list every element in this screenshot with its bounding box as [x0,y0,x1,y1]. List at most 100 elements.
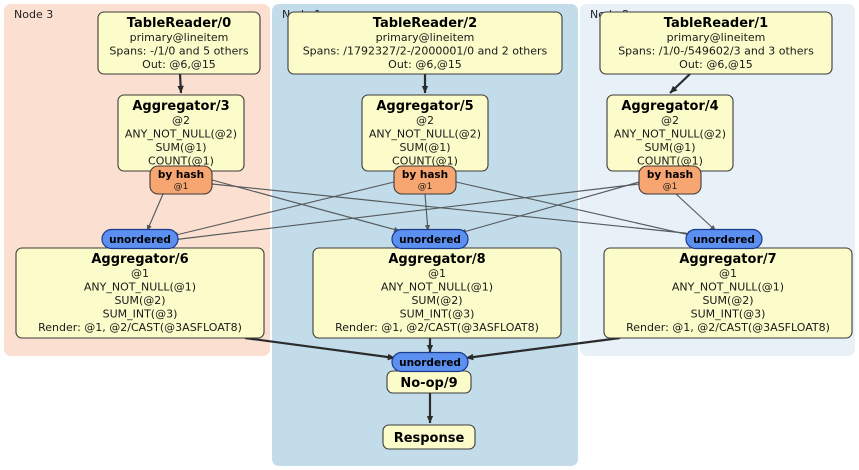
processor-title: Aggregator/4 [621,99,718,114]
processor-detail-line: COUNT(@1) [148,155,214,168]
pill-box[interactable] [101,228,179,250]
edge-hash3-to-left [146,193,164,232]
edge-agg7-to-final [465,336,621,361]
processor-detail-line: primary@lineitem [130,31,229,44]
processor-aggregator-3[interactable]: Aggregator/3@2ANY_NOT_NULL(@2)SUM(@1)COU… [117,94,245,172]
edge-hash4-to-right [675,193,717,232]
edge-hash4-to-middle [459,181,640,234]
pill-label: unordered [693,234,755,246]
processor-detail-line: ANY_NOT_NULL(@1) [381,281,493,294]
router-column: @1 [418,182,433,192]
processor-aggregator-5[interactable]: Aggregator/5@2ANY_NOT_NULL(@2)SUM(@1)COU… [361,94,489,172]
processor-detail-line: SUM(@1) [155,141,206,154]
processor-title: Aggregator/7 [679,252,776,267]
edge-agg6-to-final [244,336,396,361]
router-box[interactable] [638,165,702,195]
processor-detail-line: Render: @1, @2/CAST(@3ASFLOAT8) [335,321,539,334]
processor-detail-line: COUNT(@1) [392,155,458,168]
processor-box[interactable] [97,11,261,75]
processor-title: TableReader/0 [127,16,231,31]
processor-title: No-op/9 [400,376,457,391]
processor-title: Aggregator/6 [91,252,188,267]
processor-detail-line: Out: @6,@15 [679,58,753,71]
processor-detail-line: SUM(@1) [399,141,450,154]
processor-detail-line: @1 [428,267,446,280]
processor-title: Aggregator/3 [132,99,229,114]
processor-box[interactable] [382,424,476,450]
router-box[interactable] [149,165,213,195]
processor-detail-line: SUM(@1) [644,141,695,154]
processor-detail-line: ANY_NOT_NULL(@1) [84,281,196,294]
router-by-hash-4[interactable]: by hash@1 [638,165,702,195]
processor-detail-line: SUM(@2) [702,294,753,307]
processor-detail-line: ANY_NOT_NULL(@2) [369,128,481,141]
processor-detail-line: @2 [416,114,434,127]
processor-title: TableReader/2 [373,16,477,31]
router-column: @1 [174,182,189,192]
edge-tr0-to-agg3 [177,73,184,94]
processor-detail-line: primary@lineitem [376,31,475,44]
processor-detail-line: Out: @6,@15 [142,58,216,71]
processor-detail-line: Spans: /1792327/2-/2000001/0 and 2 other… [303,45,548,58]
processor-aggregator-8[interactable]: Aggregator/8@1ANY_NOT_NULL(@1)SUM(@2)SUM… [312,247,562,339]
processor-detail-line: COUNT(@1) [637,155,703,168]
processor-aggregator-4[interactable]: Aggregator/4@2ANY_NOT_NULL(@2)SUM(@1)COU… [606,94,734,172]
processor-response[interactable]: Response [382,424,476,450]
edge-hash5-to-left [171,181,395,238]
processor-detail-line: SUM_INT(@3) [400,308,475,321]
processor-detail-line: SUM(@2) [411,294,462,307]
processor-detail-line: ANY_NOT_NULL(@1) [672,281,784,294]
router-title: by hash [402,169,448,181]
processor-detail-line: Spans: -/1/0 and 5 others [109,45,248,58]
stream-pills: unordered unordered unordered unordered [101,228,763,373]
processor-title: Response [394,431,465,446]
processor-box[interactable] [599,11,833,75]
edge-hash4-to-left [171,183,640,242]
processor-noop-9[interactable]: No-op/9 [386,370,472,394]
router-box[interactable] [393,165,457,195]
pill-unordered-right[interactable]: unordered [685,228,763,250]
node-region-label: Node 3 [14,8,53,21]
router-by-hash-5[interactable]: by hash@1 [393,165,457,195]
pill-label: unordered [399,234,461,246]
router-boxes: by hash@1by hash@1by hash@1 [149,165,702,195]
router-column: @1 [663,182,678,192]
processor-detail-line: ANY_NOT_NULL(@2) [125,128,237,141]
processor-detail-line: @2 [172,114,190,127]
processor-box[interactable] [287,11,563,75]
processor-detail-line: Render: @1, @2/CAST(@3ASFLOAT8) [38,321,242,334]
processor-detail-line: @1 [131,267,149,280]
pill-box[interactable] [391,228,469,250]
processor-detail-line: Out: @6,@15 [388,58,462,71]
pill-unordered-middle[interactable]: unordered [391,228,469,250]
pill-box[interactable] [391,351,469,373]
processor-detail-line: Render: @1, @2/CAST(@3ASFLOAT8) [626,321,830,334]
pill-unordered-left[interactable]: unordered [101,228,179,250]
edge-hash3-to-middle [211,179,401,232]
processor-detail-line: SUM_INT(@3) [103,308,178,321]
processor-detail-line: Spans: /1/0-/549602/3 and 3 others [618,45,814,58]
edge-hash5-to-middle [424,193,431,232]
router-stream-edges [146,179,717,242]
router-title: by hash [158,169,204,181]
processor-aggregator-6[interactable]: Aggregator/6@1ANY_NOT_NULL(@1)SUM(@2)SUM… [15,247,265,339]
router-by-hash-3[interactable]: by hash@1 [149,165,213,195]
edge-hash5-to-right [455,181,695,238]
processor-detail-line: ANY_NOT_NULL(@2) [614,128,726,141]
processor-detail-line: @1 [719,267,737,280]
pill-box[interactable] [685,228,763,250]
processor-detail-line: SUM_INT(@3) [691,308,766,321]
processor-detail-line: @2 [661,114,679,127]
pill-unordered-final[interactable]: unordered [391,351,469,373]
processor-title: TableReader/1 [664,16,768,31]
processor-title: Aggregator/5 [376,99,473,114]
processor-aggregator-7[interactable]: Aggregator/7@1ANY_NOT_NULL(@1)SUM(@2)SUM… [603,247,853,339]
router-title: by hash [647,169,693,181]
processor-title: Aggregator/8 [388,252,485,267]
